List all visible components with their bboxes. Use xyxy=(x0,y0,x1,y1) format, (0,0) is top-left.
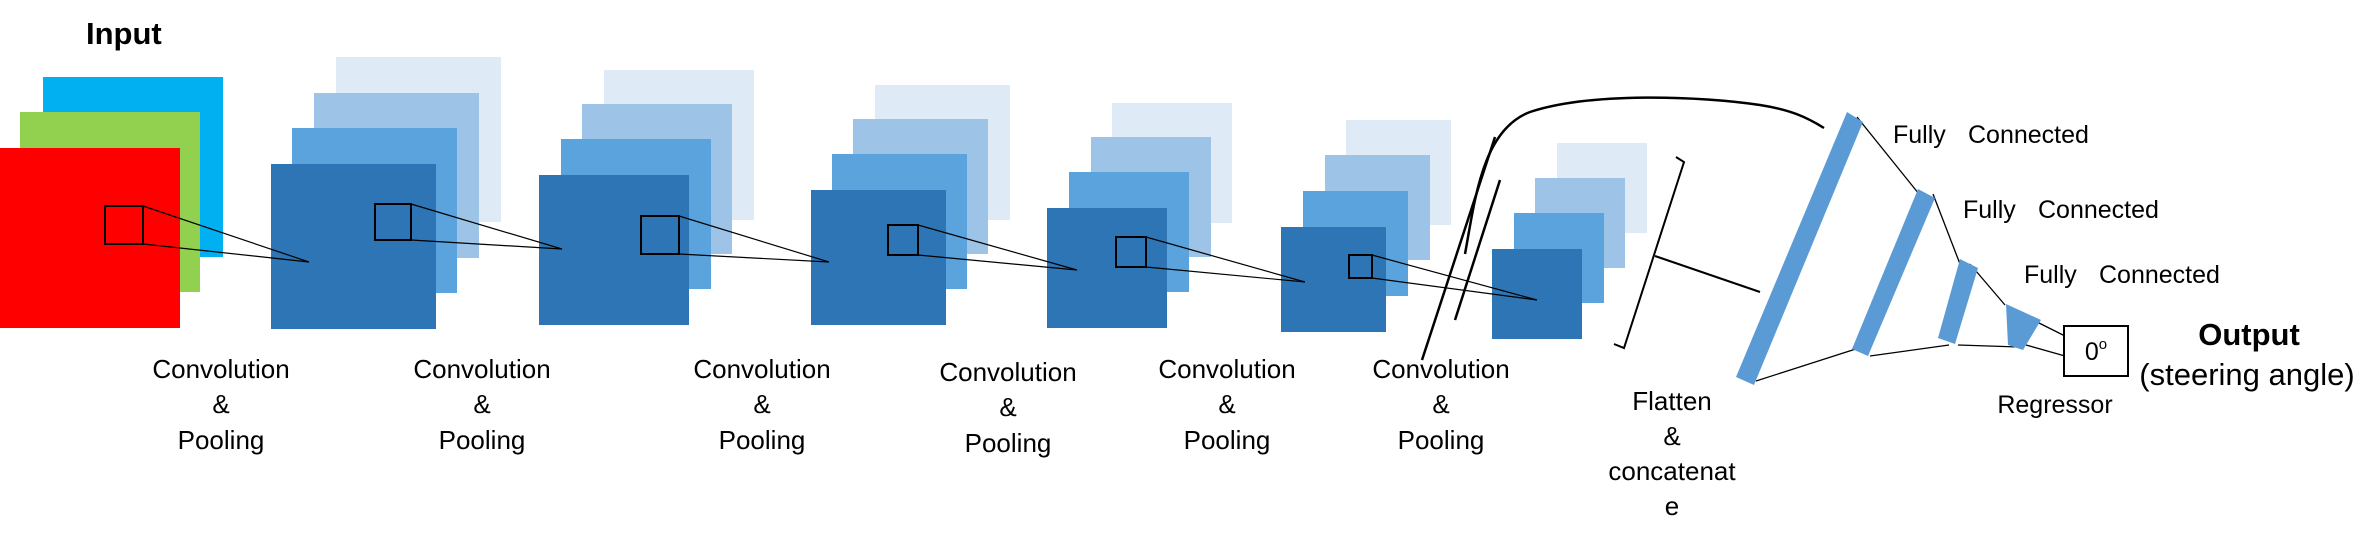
projection-line xyxy=(1371,254,1538,301)
input-title: Input xyxy=(86,16,162,51)
flatten-label-line2: & xyxy=(1663,421,1680,451)
projection-line xyxy=(1145,236,1306,283)
concat-connector xyxy=(1420,96,1825,361)
feature-map-stack-1 xyxy=(271,57,501,329)
fc-link xyxy=(1869,344,1950,357)
conv-label-line3: Pooling xyxy=(178,425,265,455)
bracket-shape xyxy=(1613,156,1686,350)
conv-label-line2: & xyxy=(212,389,229,419)
projection-line xyxy=(1145,266,1306,283)
conv-label-line3: Pooling xyxy=(439,425,526,455)
kernel-window xyxy=(374,203,412,241)
feature-map-stack-5 xyxy=(1281,120,1451,332)
projection-line xyxy=(917,224,1078,271)
flatten-label-line3: concatenat xyxy=(1608,456,1736,486)
conv-label-line1: Convolution xyxy=(1158,354,1295,384)
conv-label-line1: Convolution xyxy=(1372,354,1509,384)
input-red-channel xyxy=(0,148,180,328)
bracket-arm xyxy=(1654,255,1761,293)
input-image-stack xyxy=(0,77,223,328)
fc-link xyxy=(1856,116,1920,195)
fc-link xyxy=(1755,346,1863,382)
feature-map-dark xyxy=(539,175,689,325)
input-kernel-window xyxy=(104,205,144,245)
feature-map-dark xyxy=(1281,227,1386,332)
feature-map-stack-3 xyxy=(811,85,1010,325)
conv-label-line2: & xyxy=(753,389,770,419)
conv-label: Convolution & Pooling xyxy=(1158,354,1295,455)
conv-label-line2: & xyxy=(999,392,1016,422)
fc-link xyxy=(2025,344,2066,357)
feature-map-stack-4 xyxy=(1047,103,1232,328)
conv-label-line2: & xyxy=(1218,389,1235,419)
conv-label: Convolution & Pooling xyxy=(1372,354,1509,455)
conv-label-line2: & xyxy=(1432,389,1449,419)
fc-label-2-word1: Fully xyxy=(1963,196,2016,224)
kernel-window xyxy=(887,224,919,256)
fc-layer-4 xyxy=(2006,304,2041,350)
output-value: 0o xyxy=(2085,336,2107,366)
output-value-degree: o xyxy=(2099,336,2107,353)
fc-link xyxy=(2034,320,2066,337)
conv-label-line3: Pooling xyxy=(1184,425,1271,455)
fc-link xyxy=(1932,193,1961,265)
projection-line xyxy=(1371,277,1538,301)
conv-label-line1: Convolution xyxy=(693,354,830,384)
output-subtitle: (steering angle) xyxy=(2139,357,2354,392)
output-title: Output xyxy=(2198,317,2300,352)
fc-label-1-word2: Connected xyxy=(1968,121,2089,149)
feature-map-dark xyxy=(1047,208,1167,328)
fc-label-3-word1: Fully xyxy=(2024,261,2077,289)
fc-label-2-word2: Connected xyxy=(2038,196,2159,224)
projection-line xyxy=(678,253,830,263)
flatten-bracket xyxy=(1613,156,1761,350)
projection-line xyxy=(142,205,310,263)
output-box xyxy=(2063,325,2129,377)
conv-label: Convolution & Pooling xyxy=(693,354,830,455)
fc-label-1-word1: Fully xyxy=(1893,121,1946,149)
output-value-number: 0 xyxy=(2085,338,2099,366)
kernel-window xyxy=(1348,254,1373,279)
conv-label: Convolution & Pooling xyxy=(413,354,550,455)
flatten-label: Flatten & concatenat e xyxy=(1608,386,1736,521)
projection-lines xyxy=(142,203,1538,301)
projection-line xyxy=(410,203,563,250)
fc-layer-1 xyxy=(1736,112,1863,385)
projection-line xyxy=(410,239,563,250)
slash-line-2 xyxy=(1453,179,1502,321)
conv-label-line1: Convolution xyxy=(413,354,550,384)
conv-label-line2: & xyxy=(473,389,490,419)
conv-label: Convolution & Pooling xyxy=(939,357,1076,458)
fc-link xyxy=(1957,344,2020,348)
flatten-label-line1: Flatten xyxy=(1632,386,1712,416)
skip-connection-curve xyxy=(1463,96,1825,255)
kernel-window xyxy=(640,215,680,255)
kernel-window xyxy=(1115,236,1147,268)
fc-layer-2 xyxy=(1852,189,1935,356)
conv-label-line1: Convolution xyxy=(939,357,1076,387)
conv-label-line3: Pooling xyxy=(965,428,1052,458)
projection-line xyxy=(678,215,830,263)
feature-map-dark xyxy=(811,190,946,325)
fc-label-3-word2: Connected xyxy=(2099,261,2220,289)
fc-layers xyxy=(1736,112,2041,385)
conv-label-line3: Pooling xyxy=(719,425,806,455)
projection-line xyxy=(142,243,310,263)
feature-map-dark xyxy=(1492,249,1582,339)
feature-map-stack-2 xyxy=(539,70,754,325)
projection-line xyxy=(917,254,1078,271)
conv-label-line1: Convolution xyxy=(152,354,289,384)
feature-map-dark xyxy=(271,164,436,329)
conv-label-line3: Pooling xyxy=(1398,425,1485,455)
feature-map-stack-6 xyxy=(1492,143,1647,339)
flatten-label-line4: e xyxy=(1665,491,1679,521)
fc-layer-3 xyxy=(1938,259,1978,344)
regressor-label: Regressor xyxy=(1997,391,2112,419)
conv-label: Convolution & Pooling xyxy=(152,354,289,455)
